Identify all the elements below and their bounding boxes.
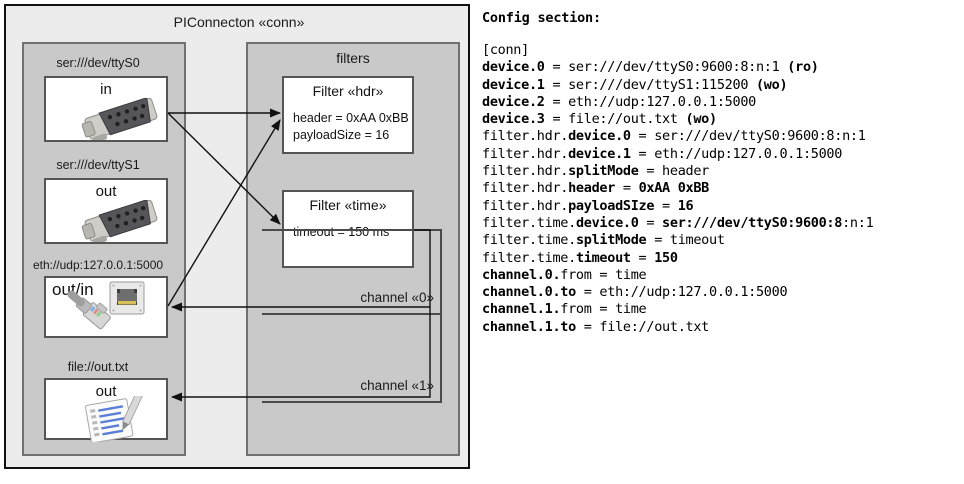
- outer-frame-title: PIConnecton «conn»: [173, 14, 305, 30]
- config-line: channel.0.from = time: [482, 266, 647, 283]
- network-jack-icon: [67, 281, 145, 330]
- config-line: channel.1.from = time: [482, 301, 647, 318]
- config-line: filter.hdr.device.1 = eth://udp:127.0.0.…: [482, 145, 843, 162]
- config-text-block: [conn]device.0 = ser:///dev/ttyS0:9600:8…: [482, 42, 874, 336]
- config-line: filter.time.timeout = 150: [482, 249, 678, 266]
- device-direction-file: out: [95, 383, 117, 400]
- filter-card-hdr[interactable]: Filter «hdr» header = 0xAA 0xBB payloadS…: [282, 76, 414, 154]
- device-direction-ttys1: out: [95, 183, 117, 200]
- device-card-ttys0[interactable]: in: [44, 76, 168, 142]
- device-label-file: file://out.txt: [67, 360, 129, 374]
- device-direction-eth: out/in: [52, 280, 94, 299]
- device-label-ttys1: ser:///dev/ttyS1: [56, 158, 140, 172]
- config-line: channel.1.to = file://out.txt: [482, 318, 710, 335]
- channel-1-label: channel «1»: [360, 378, 434, 393]
- filter-hdr-title: Filter «hdr»: [312, 83, 384, 99]
- config-line: filter.hdr.payloadSIze = 16: [482, 197, 694, 214]
- config-panel: Config section: [conn]device.0 = ser:///…: [482, 6, 960, 476]
- config-line: device.0 = ser:///dev/ttyS0:9600:8:n:1 (…: [482, 59, 819, 76]
- config-line: [conn]: [482, 42, 529, 58]
- file-document-icon: [84, 396, 144, 442]
- config-line: filter.time.device.0 = ser:///dev/ttyS0:…: [482, 214, 874, 231]
- config-line: filter.time.splitMode = timeout: [482, 232, 725, 249]
- config-line: filter.hdr.device.0 = ser:///dev/ttyS0:9…: [482, 128, 866, 145]
- filters-compartment-title: filters: [336, 50, 370, 66]
- device-card-ttys1[interactable]: out: [44, 178, 168, 244]
- config-line: filter.hdr.splitMode = header: [482, 163, 710, 180]
- serial-port-icon: [81, 98, 158, 140]
- filter-hdr-attributes: header = 0xAA 0xBB payloadSize = 16: [293, 111, 409, 142]
- config-heading: Config section:: [482, 10, 601, 26]
- device-label-eth: eth://udp:127.0.0.1:5000: [32, 258, 164, 272]
- config-line: filter.hdr.header = 0xAA 0xBB: [482, 180, 710, 197]
- config-line: device.3 = file://out.txt (wo): [482, 111, 717, 128]
- channel-0-label: channel «0»: [360, 290, 434, 305]
- config-line: channel.0.to = eth://udp:127.0.0.1:5000: [482, 284, 788, 301]
- device-label-ttys0: ser:///dev/ttyS0: [56, 56, 140, 70]
- config-line: device.2 = eth://udp:127.0.0.1:5000: [482, 93, 756, 110]
- device-direction-ttys0: in: [100, 81, 112, 98]
- device-card-file[interactable]: out: [44, 378, 168, 442]
- config-line: device.1 = ser:///dev/ttyS1:115200 (wo): [482, 76, 788, 93]
- serial-port-icon: [81, 200, 158, 242]
- filter-time-title: Filter «time»: [309, 197, 387, 213]
- device-card-eth[interactable]: out/in: [44, 276, 168, 338]
